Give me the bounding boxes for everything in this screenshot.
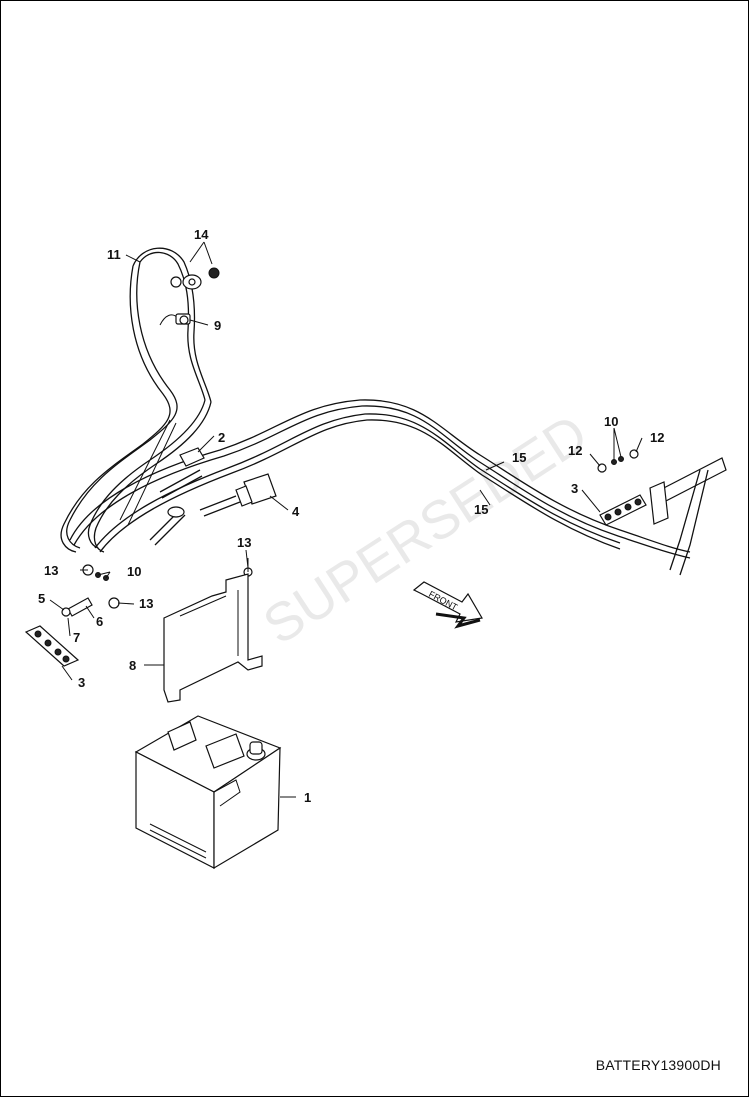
svg-text:SUPERSEDED: SUPERSEDED [253,403,598,656]
callout-3: 3 [78,675,85,690]
callout-14: 14 [194,227,209,242]
callout-11: 11 [107,247,121,262]
callout-10: 10 [604,414,618,429]
drawing-code: BATTERY13900DH [595,1057,721,1073]
battery-cable-harness [60,247,212,553]
callout-8: 8 [129,658,136,673]
callout-labels: 1 2 3 3 4 5 6 7 8 9 10 10 11 12 12 13 13… [38,227,664,805]
battery-terminal-lug [170,267,220,325]
watermark: SUPERSEDED [253,403,598,656]
battery [134,715,282,870]
callout-12: 12 [568,443,582,458]
callout-13: 13 [139,596,153,611]
callout-7: 7 [73,630,80,645]
bus-bar-right [597,449,727,576]
callout-4: 4 [292,504,300,519]
callout-2: 2 [218,430,225,445]
bus-bar-left [24,625,80,667]
callout-15: 15 [474,502,488,517]
small-hardware-left [61,558,253,617]
callout-13: 13 [237,535,251,550]
callout-leaders [49,241,643,798]
callout-3: 3 [571,481,578,496]
front-direction-arrow: FRONT [412,581,483,629]
callout-15: 15 [512,450,526,465]
harness-connector [199,473,277,517]
callout-6: 6 [96,614,103,629]
callout-5: 5 [38,591,45,606]
battery-hold-down-bracket [163,573,263,703]
callout-9: 9 [214,318,221,333]
callout-1: 1 [304,790,311,805]
callout-13: 13 [44,563,58,578]
cable-end-connector [149,447,205,546]
callout-10: 10 [127,564,141,579]
callout-12: 12 [650,430,664,445]
